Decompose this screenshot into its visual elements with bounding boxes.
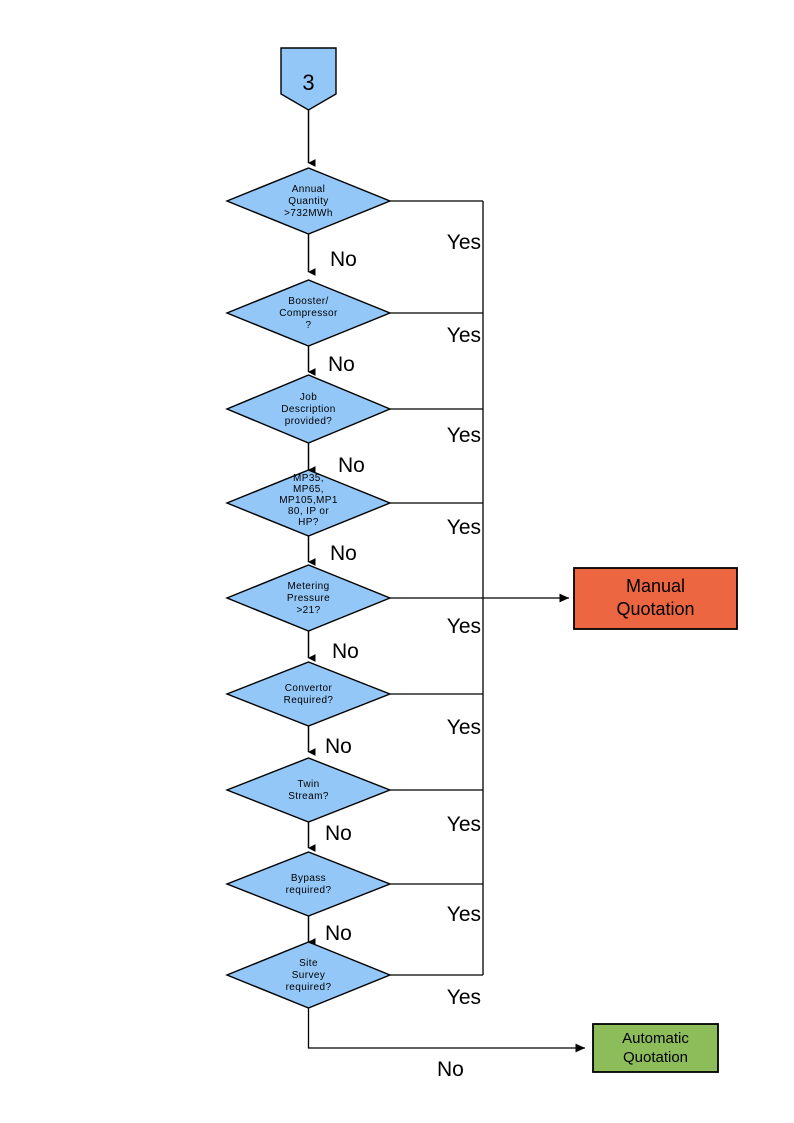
decision-convertor-required-shape: [225, 661, 392, 727]
decision-meter-type-line-2: MP65,: [293, 484, 324, 495]
decision-convertor-required-line-1: Convertor: [285, 683, 333, 694]
decision-job-description-line-2: Description: [281, 404, 335, 415]
decision-bypass-required-line-2: required?: [286, 885, 332, 896]
label-booster-compressor-yes: Yes: [447, 324, 481, 347]
label-booster-compressor-no: No: [328, 353, 355, 376]
terminal-manual-quotation-line-1: Manual: [626, 576, 685, 596]
label-job-description-no: No: [338, 454, 365, 477]
label-metering-pressure-yes: Yes: [447, 615, 481, 638]
decision-annual-quantity[interactable]: Annual Quantity >732MWh: [225, 167, 392, 235]
start-connector-shape: [280, 47, 337, 111]
decision-twin-stream-line-2: Stream?: [288, 791, 329, 802]
decision-metering-pressure-line-1: Metering: [287, 581, 329, 592]
decision-job-description[interactable]: Job Description provided?: [225, 374, 392, 444]
terminal-automatic-quotation-box: [592, 1023, 719, 1073]
decision-meter-type-line-1: MP35,: [293, 473, 324, 484]
label-twin-stream-yes: Yes: [447, 813, 481, 836]
decision-meter-type-line-3: MP105,MP1: [279, 495, 338, 506]
decision-metering-pressure[interactable]: Metering Pressure >21?: [225, 564, 392, 632]
decision-meter-type-line-4: 80, IP or: [288, 506, 329, 517]
terminal-manual-quotation-box: [573, 567, 738, 630]
decision-job-description-line-1: Job: [300, 392, 317, 403]
decision-bypass-required[interactable]: Bypass required?: [225, 851, 392, 917]
label-meter-type-yes: Yes: [447, 516, 481, 539]
label-bypass-required-yes: Yes: [447, 903, 481, 926]
label-job-description-yes: Yes: [447, 424, 481, 447]
decision-annual-quantity-line-2: Quantity: [288, 196, 328, 207]
label-final-no: No: [437, 1058, 464, 1081]
decision-twin-stream-line-1: Twin: [297, 779, 319, 790]
decision-booster-compressor[interactable]: Booster/ Compressor ?: [225, 279, 392, 347]
label-convertor-required-no: No: [325, 735, 352, 758]
decision-bypass-required-shape: [225, 851, 392, 917]
terminal-automatic-quotation-line-1: Automatic: [622, 1030, 689, 1047]
label-annual-quantity-yes: Yes: [447, 231, 481, 254]
start-connector-label: 3: [302, 70, 314, 95]
start-connector-node[interactable]: 3: [280, 47, 337, 111]
decision-twin-stream[interactable]: Twin Stream?: [225, 757, 392, 823]
label-metering-pressure-no: No: [332, 640, 359, 663]
decision-convertor-required-line-2: Required?: [284, 695, 334, 706]
decision-annual-quantity-line-1: Annual: [292, 184, 326, 195]
decision-meter-type[interactable]: MP35, MP65, MP105,MP1 80, IP or HP?: [225, 469, 392, 537]
label-annual-quantity-no: No: [330, 248, 357, 271]
terminal-manual-quotation[interactable]: Manual Quotation: [573, 567, 738, 630]
decision-bypass-required-line-1: Bypass: [291, 873, 326, 884]
label-meter-type-no: No: [330, 542, 357, 565]
decision-metering-pressure-line-2: Pressure: [287, 593, 330, 604]
decision-booster-compressor-line-3: ?: [306, 320, 312, 331]
terminal-automatic-quotation-line-2: Quotation: [623, 1049, 688, 1066]
decision-booster-compressor-line-2: Compressor: [279, 308, 338, 319]
decision-booster-compressor-line-1: Booster/: [288, 296, 328, 307]
decision-metering-pressure-line-3: >21?: [296, 605, 320, 616]
label-site-survey-yes: Yes: [447, 986, 481, 1009]
label-twin-stream-no: No: [325, 822, 352, 845]
decision-annual-quantity-line-3: >732MWh: [284, 208, 333, 219]
decision-site-survey-line-1: Site: [299, 958, 318, 969]
decision-convertor-required[interactable]: Convertor Required?: [225, 661, 392, 727]
decision-site-survey[interactable]: Site Survey required?: [225, 941, 392, 1009]
label-bypass-required-no: No: [325, 922, 352, 945]
decision-site-survey-line-2: Survey: [292, 970, 326, 981]
connector-site-survey-no-to-automatic: [307, 1008, 586, 1053]
terminal-automatic-quotation[interactable]: Automatic Quotation: [592, 1023, 719, 1073]
decision-twin-stream-shape: [225, 757, 392, 823]
label-convertor-required-yes: Yes: [447, 716, 481, 739]
decision-job-description-line-3: provided?: [285, 416, 333, 427]
terminal-manual-quotation-line-2: Quotation: [616, 599, 694, 619]
decision-site-survey-line-3: required?: [286, 982, 332, 993]
decision-meter-type-line-5: HP?: [298, 517, 319, 528]
